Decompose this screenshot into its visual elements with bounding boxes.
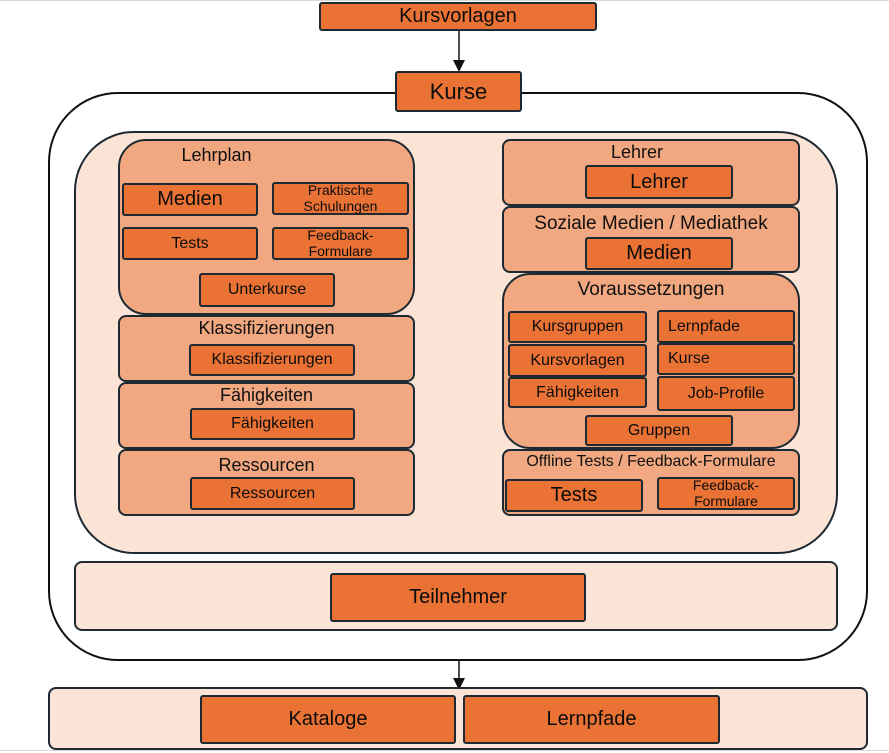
gruppen-label: Gruppen: [627, 421, 691, 439]
klassifizierungen-title: Klassifizierungen: [198, 318, 335, 338]
lehrer-title: Lehrer: [610, 142, 664, 162]
voraussetzung-lernpfade[interactable]: Lernpfade: [657, 310, 795, 343]
kataloge-label: Kataloge: [288, 708, 368, 730]
teilnehmer-label: Teilnehmer: [409, 586, 507, 608]
kurse-node[interactable]: Kurse: [395, 71, 522, 112]
faehigkeiten-title: Fähigkeiten: [219, 385, 314, 405]
job-profile-label: Job-Profile: [687, 384, 765, 402]
praktische-schulungen-label: Praktische Schulungen: [303, 182, 378, 214]
lehrplan-tests[interactable]: Tests: [122, 227, 258, 260]
teilnehmer-node[interactable]: Teilnehmer: [330, 573, 586, 622]
voraussetzung-kurse-label: Kurse: [668, 350, 710, 367]
kursgruppen-label: Kursgruppen: [531, 318, 624, 335]
voraussetzung-gruppen[interactable]: Gruppen: [585, 415, 733, 446]
voraussetzung-kursvorlagen-label: Kursvorlagen: [530, 351, 625, 369]
kursvorlagen-node[interactable]: Kursvorlagen: [319, 2, 597, 31]
offline-tests-item[interactable]: Tests: [505, 479, 643, 512]
unterkurse-label: Unterkurse: [227, 281, 307, 298]
voraussetzung-faehigkeiten[interactable]: Fähigkeiten: [508, 377, 647, 408]
lehrplan-medien[interactable]: Medien: [122, 183, 258, 216]
lehrplan-feedback-label: Feedback-Formulare: [307, 227, 374, 259]
kursvorlagen-label: Kursvorlagen: [399, 5, 517, 27]
lernpfade-node[interactable]: Lernpfade: [463, 695, 720, 744]
kurse-label: Kurse: [429, 78, 488, 104]
ressourcen-title: Ressourcen: [218, 455, 315, 475]
voraussetzung-kursgruppen[interactable]: Kursgruppen: [508, 311, 647, 343]
lehrplan-praktische-schulungen[interactable]: Praktische Schulungen: [272, 182, 409, 215]
lehrplan-unterkurse[interactable]: Unterkurse: [199, 273, 335, 307]
bottom-border-line: [0, 750, 889, 751]
soziale-medien-item-label: Medien: [626, 242, 692, 264]
voraussetzung-kurse[interactable]: Kurse: [657, 343, 795, 375]
faehigkeiten-item[interactable]: Fähigkeiten: [190, 408, 355, 440]
faehigkeiten-item-label: Fähigkeiten: [231, 415, 314, 432]
lehrplan-medien-label: Medien: [157, 188, 223, 210]
top-border-line: [0, 0, 889, 1]
lehrer-item[interactable]: Lehrer: [585, 165, 733, 199]
offline-feedback-formulare-item[interactable]: Feedback-Formulare: [657, 477, 795, 510]
klassifizierungen-item-label: Klassifizierungen: [211, 351, 333, 368]
offline-feedback-label: Feedback-Formulare: [692, 477, 760, 509]
voraussetzung-lernpfade-label: Lernpfade: [668, 317, 741, 335]
ressourcen-item[interactable]: Ressourcen: [190, 477, 355, 510]
ressourcen-item-label: Ressourcen: [229, 484, 316, 502]
soziale-medien-title: Soziale Medien / Mediathek: [534, 213, 768, 234]
lehrplan-tests-label: Tests: [171, 234, 209, 252]
voraussetzung-faehigkeiten-label: Fähigkeiten: [536, 383, 619, 401]
lehrer-item-label: Lehrer: [630, 170, 688, 193]
bottom-container: [48, 687, 868, 750]
offline-tests-title: Offline Tests / Feedback-Formulare: [526, 453, 776, 470]
lehrplan-feedback-formulare[interactable]: Feedback-Formulare: [272, 227, 409, 260]
klassifizierungen-item[interactable]: Klassifizierungen: [189, 344, 355, 376]
voraussetzung-kursvorlagen[interactable]: Kursvorlagen: [508, 344, 647, 377]
lernpfade-label: Lernpfade: [546, 708, 637, 730]
kataloge-node[interactable]: Kataloge: [200, 695, 456, 744]
offline-tests-item-label: Tests: [550, 484, 598, 506]
voraussetzungen-title: Voraussetzungen: [577, 279, 725, 300]
voraussetzung-job-profile[interactable]: Job-Profile: [657, 376, 795, 411]
soziale-medien-item[interactable]: Medien: [585, 237, 733, 270]
lehrplan-title: Lehrplan: [181, 145, 252, 165]
